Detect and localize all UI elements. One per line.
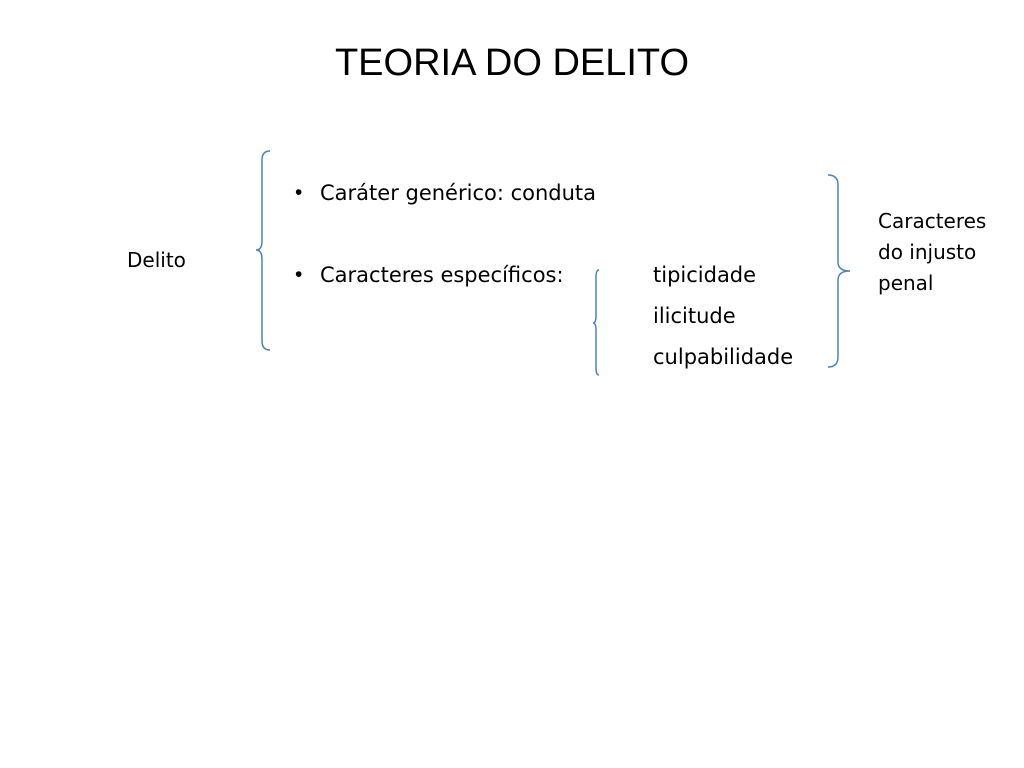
bullet-text: Caráter genérico: conduta <box>320 181 597 205</box>
bullet-text: Caracteres específicos: <box>320 263 564 287</box>
slide-title: TEORIA DO DELITO <box>334 42 690 84</box>
injusto-penal-line: do injusto <box>878 240 977 264</box>
characteristic-item: tipicidade <box>653 263 757 287</box>
right-brace-icon <box>827 174 851 368</box>
characteristic-item: ilicitude <box>653 304 736 328</box>
injusto-penal-line: Caracteres <box>878 209 987 233</box>
bullet-dot-icon: • <box>295 263 303 286</box>
injusto-penal-label: Caracteres do injusto penal <box>878 206 986 299</box>
middle-brace-icon <box>592 269 600 376</box>
injusto-penal-line: penal <box>878 271 934 295</box>
bullet-dot-icon: • <box>295 181 303 204</box>
delito-label: Delito <box>127 248 186 272</box>
left-brace-icon <box>255 150 271 351</box>
characteristic-item: culpabilidade <box>653 345 794 369</box>
